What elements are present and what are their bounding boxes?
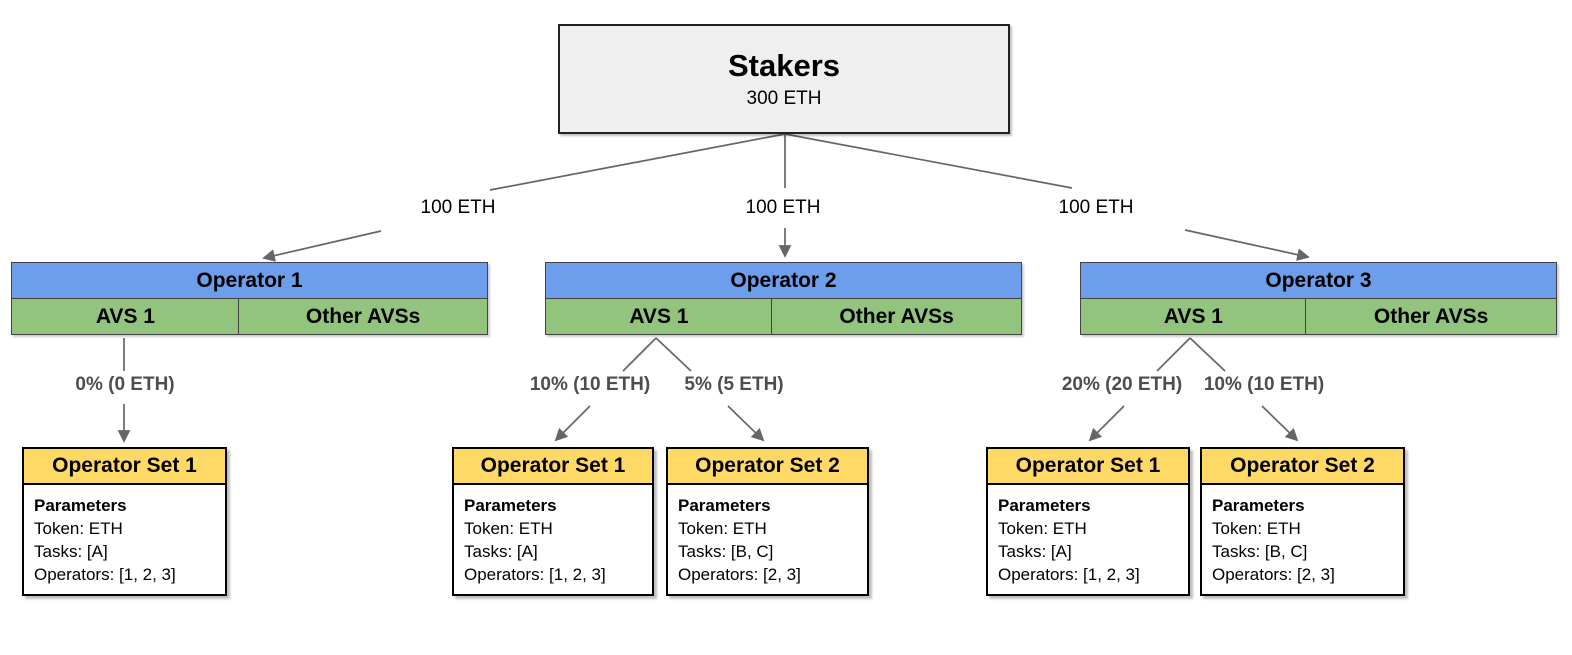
op2-set1-token: Token: ETH bbox=[464, 519, 553, 538]
op2-set2-tasks: Tasks: [B, C] bbox=[678, 542, 774, 561]
op3-set2-parameters: Parameters Token: ETH Tasks: [B, C] Oper… bbox=[1200, 485, 1405, 596]
op2-set2-params-heading: Parameters bbox=[678, 496, 771, 515]
edge-stakers-operator3-upper bbox=[784, 133, 1073, 189]
op2-set1-params-heading: Parameters bbox=[464, 496, 557, 515]
stakers-box: Stakers 300 ETH bbox=[558, 24, 1010, 134]
op1-set1-token: Token: ETH bbox=[34, 519, 123, 538]
op1-set1-tasks: Tasks: [A] bbox=[34, 542, 108, 561]
op2-set1-allocation-label: 10% (10 ETH) bbox=[529, 374, 651, 395]
operator3-avs1-cell: AVS 1 bbox=[1080, 298, 1307, 336]
stake-amount-label-operator3: 100 ETH bbox=[1058, 197, 1134, 218]
op3-set1-allocation-label: 20% (20 ETH) bbox=[1061, 374, 1183, 395]
op3-set2-token: Token: ETH bbox=[1212, 519, 1301, 538]
op2-set1-title: Operator Set 1 bbox=[452, 447, 654, 485]
op2-operator-set1-box: Operator Set 1 Parameters Token: ETH Tas… bbox=[452, 447, 654, 596]
op2-set2-title: Operator Set 2 bbox=[666, 447, 869, 485]
operator1-block: Operator 1 AVS 1 Other AVSs bbox=[11, 262, 488, 336]
op3-set2-operators: Operators: [2, 3] bbox=[1212, 565, 1335, 584]
edge-op2-set2-arrow bbox=[727, 405, 765, 442]
operator2-avs-row: AVS 1 Other AVSs bbox=[545, 298, 1022, 336]
stakers-amount: 300 ETH bbox=[746, 87, 822, 109]
edge-op3-avs1-right-upper bbox=[1189, 337, 1226, 372]
edge-op3-avs1-left-upper bbox=[1156, 337, 1191, 372]
operator1-other-avs-cell: Other AVSs bbox=[238, 298, 488, 336]
op3-set1-token: Token: ETH bbox=[998, 519, 1087, 538]
edge-stakers-operator1-arrow bbox=[262, 230, 382, 262]
op1-set1-title: Operator Set 1 bbox=[22, 447, 227, 485]
edge-op3-set2-arrow bbox=[1261, 405, 1299, 442]
op3-set2-tasks: Tasks: [B, C] bbox=[1212, 542, 1308, 561]
operator2-avs1-cell: AVS 1 bbox=[545, 298, 773, 336]
op3-operator-set1-box: Operator Set 1 Parameters Token: ETH Tas… bbox=[986, 447, 1190, 596]
operator3-other-avs-cell: Other AVSs bbox=[1305, 298, 1557, 336]
op3-set1-tasks: Tasks: [A] bbox=[998, 542, 1072, 561]
operator2-block: Operator 2 AVS 1 Other AVSs bbox=[545, 262, 1022, 336]
op2-set2-token: Token: ETH bbox=[678, 519, 767, 538]
operator3-block: Operator 3 AVS 1 Other AVSs bbox=[1080, 262, 1557, 336]
op3-set1-parameters: Parameters Token: ETH Tasks: [A] Operato… bbox=[986, 485, 1190, 596]
stakers-title: Stakers bbox=[727, 48, 841, 84]
edge-stakers-operator3-arrow bbox=[1184, 229, 1310, 261]
edge-stakers-operator1-upper bbox=[489, 133, 786, 191]
operator1-avs1-cell: AVS 1 bbox=[11, 298, 240, 336]
op3-set1-params-heading: Parameters bbox=[998, 496, 1091, 515]
operator2-header: Operator 2 bbox=[545, 262, 1022, 300]
op1-set1-operators: Operators: [1, 2, 3] bbox=[34, 565, 176, 584]
edge-op2-avs1-right-upper bbox=[655, 337, 692, 372]
operator2-other-avs-cell: Other AVSs bbox=[771, 298, 1022, 336]
op2-operator-set2-box: Operator Set 2 Parameters Token: ETH Tas… bbox=[666, 447, 869, 596]
op2-set2-parameters: Parameters Token: ETH Tasks: [B, C] Oper… bbox=[666, 485, 869, 596]
edge-op2-avs1-left-upper bbox=[622, 337, 657, 372]
stake-amount-label-operator2: 100 ETH bbox=[745, 197, 821, 218]
op1-set1-allocation-label: 0% (0 ETH) bbox=[75, 374, 175, 395]
op1-set1-parameters: Parameters Token: ETH Tasks: [A] Operato… bbox=[22, 485, 227, 596]
op3-operator-set2-box: Operator Set 2 Parameters Token: ETH Tas… bbox=[1200, 447, 1405, 596]
op2-set2-operators: Operators: [2, 3] bbox=[678, 565, 801, 584]
op2-set1-tasks: Tasks: [A] bbox=[464, 542, 538, 561]
edge-op2-set1-arrow bbox=[554, 405, 591, 442]
op3-set2-allocation-label: 10% (10 ETH) bbox=[1203, 374, 1325, 395]
operator1-avs-row: AVS 1 Other AVSs bbox=[11, 298, 488, 336]
operator1-header: Operator 1 bbox=[11, 262, 488, 300]
op2-set1-parameters: Parameters Token: ETH Tasks: [A] Operato… bbox=[452, 485, 654, 596]
op1-set1-params-heading: Parameters bbox=[34, 496, 127, 515]
op3-set1-title: Operator Set 1 bbox=[986, 447, 1190, 485]
operator3-header: Operator 3 bbox=[1080, 262, 1557, 300]
op2-set1-operators: Operators: [1, 2, 3] bbox=[464, 565, 606, 584]
edge-op3-set1-arrow bbox=[1088, 405, 1125, 442]
op3-set2-params-heading: Parameters bbox=[1212, 496, 1305, 515]
op3-set2-title: Operator Set 2 bbox=[1200, 447, 1405, 485]
op2-set2-allocation-label: 5% (5 ETH) bbox=[684, 374, 784, 395]
stake-amount-label-operator1: 100 ETH bbox=[420, 197, 496, 218]
op3-set1-operators: Operators: [1, 2, 3] bbox=[998, 565, 1140, 584]
op1-operator-set1-box: Operator Set 1 Parameters Token: ETH Tas… bbox=[22, 447, 227, 596]
operator3-avs-row: AVS 1 Other AVSs bbox=[1080, 298, 1557, 336]
